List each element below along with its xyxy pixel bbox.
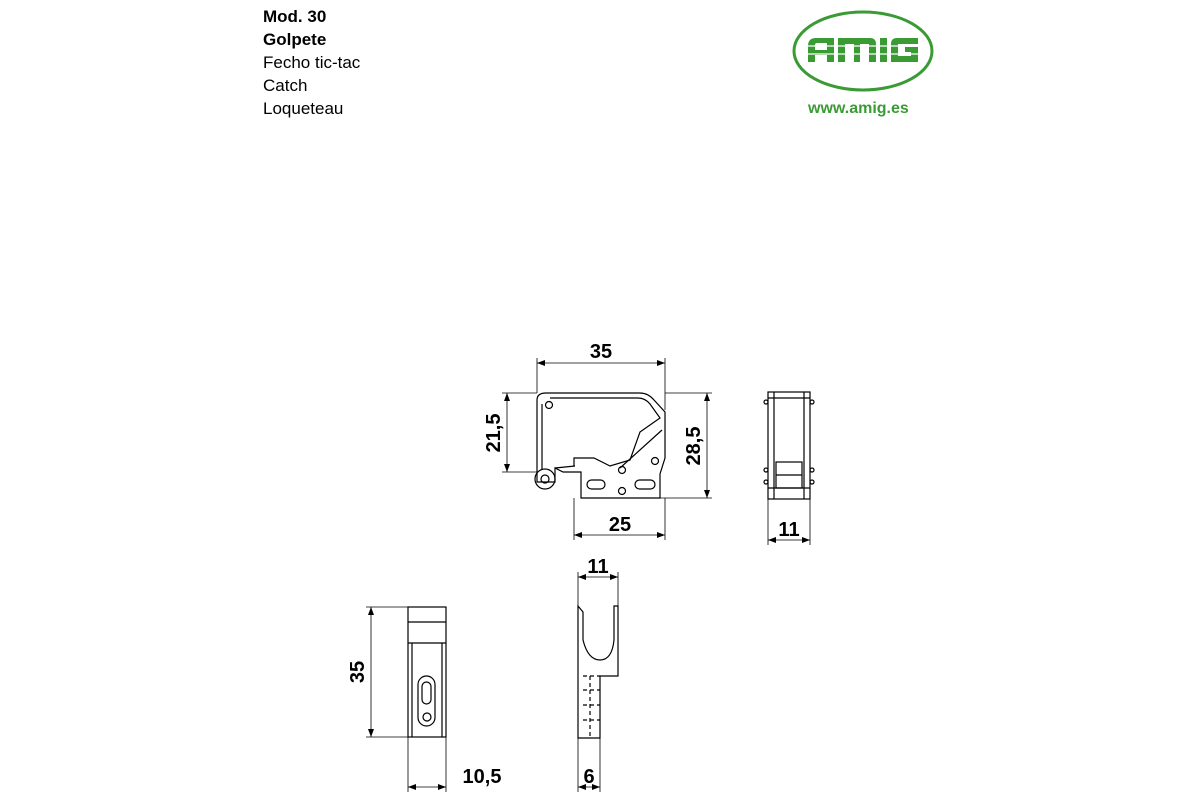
model-number: Mod. 30 (263, 7, 327, 26)
catch-front-view (534, 392, 666, 499)
dim-catch-height-left: 21,5 (483, 414, 505, 453)
website-url: www.amig.es (808, 100, 909, 117)
header-block: Mod. 30 Golpete Fecho tic-tac Catch Loqu… (263, 5, 360, 120)
catch-side-view (763, 391, 815, 500)
description-french: Loqueteau (263, 99, 344, 118)
dim-strike-width: 10,5 (463, 766, 502, 788)
description-english: Catch (263, 76, 308, 95)
dim-catch-base: 25 (609, 514, 631, 536)
dim-catch-width: 35 (590, 341, 612, 363)
dim-strike-height: 35 (347, 661, 369, 683)
description-spanish: Fecho tic-tac (263, 53, 361, 72)
strike-front-view (407, 606, 447, 738)
dim-catch-height-right: 28,5 (683, 427, 705, 466)
amig-logo (792, 10, 934, 92)
dim-catch-side-width: 11 (778, 519, 799, 541)
product-name: Golpete (263, 30, 327, 49)
strike-side-profile (577, 604, 619, 739)
dim-strike-profile-top: 11 (587, 556, 608, 578)
dim-strike-profile-base: 6 (583, 766, 594, 788)
